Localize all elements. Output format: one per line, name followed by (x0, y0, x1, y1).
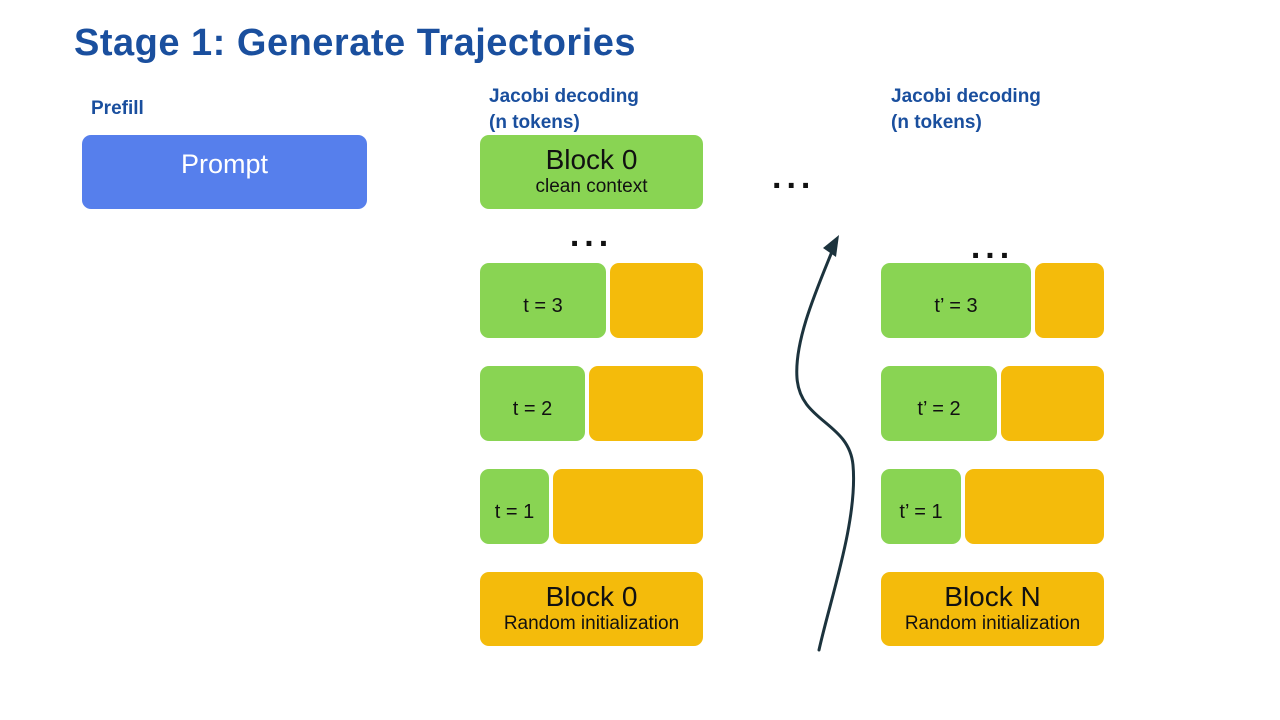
ellipsis-between-columns: ... (772, 158, 816, 196)
trajectory-row-t1: t = 1 (480, 469, 703, 544)
prompt-label: Prompt (180, 148, 269, 179)
trajectory-row-t2: t = 2 (480, 366, 703, 441)
block0-title: Block 0 (545, 144, 638, 176)
accepted-tokens-segment: t = 1 (480, 469, 549, 544)
trajectory-row-tprime2: t’ = 2 (881, 366, 1104, 441)
jacobi-header-left-line1: Jacobi decoding (489, 86, 639, 107)
random-tokens-segment (1001, 366, 1104, 441)
arrow-curve (795, 242, 856, 652)
blockN-random-init-box: Block N Random initialization (881, 572, 1104, 646)
trajectory-flow-arrow (795, 235, 856, 652)
random-tokens-segment (965, 469, 1104, 544)
block0-subtitle: clean context (535, 176, 648, 197)
trajectory-row-tprime3: t’ = 3 (881, 263, 1104, 338)
arrow-head-icon (823, 235, 839, 257)
random-tokens-segment (610, 263, 703, 338)
accepted-tokens-segment: t = 3 (480, 263, 606, 338)
row-label-t1: t = 1 (494, 501, 535, 523)
row-label-tprime2: t’ = 2 (917, 398, 961, 420)
block0-random-title: Block 0 (545, 581, 638, 613)
trajectory-row-tprime1: t’ = 1 (881, 469, 1104, 544)
trajectory-row-t3: t = 3 (480, 263, 703, 338)
row-label-tprime1: t’ = 1 (899, 501, 943, 523)
block0-random-init-box: Block 0 Random initialization (480, 572, 703, 646)
prompt-box: Prompt (82, 135, 367, 209)
row-label-t2: t = 2 (512, 398, 553, 420)
jacobi-header-right-line1: Jacobi decoding (891, 86, 1041, 107)
slide-title: Stage 1: Generate Trajectories (74, 22, 637, 64)
block0-clean-context-box: Block 0 clean context (480, 135, 703, 209)
random-tokens-segment (1035, 263, 1104, 338)
blockN-random-subtitle: Random initialization (904, 613, 1081, 634)
row-label-tprime3: t’ = 3 (934, 295, 978, 317)
block0-random-subtitle: Random initialization (503, 613, 680, 634)
blockN-random-title: Block N (944, 581, 1041, 613)
jacobi-header-left-line2: (n tokens) (489, 112, 580, 134)
accepted-tokens-segment: t’ = 1 (881, 469, 961, 544)
ellipsis-right-column: ... (970, 228, 1015, 266)
accepted-tokens-segment: t = 2 (480, 366, 585, 441)
random-tokens-segment (589, 366, 703, 441)
prefill-header: Prefill (91, 98, 144, 119)
jacobi-header-right-line2: (n tokens) (891, 112, 982, 134)
jacobi-header-left: Jacobi decoding (n tokens) (489, 84, 639, 136)
row-label-t3: t = 3 (523, 295, 563, 317)
accepted-tokens-segment: t’ = 3 (881, 263, 1031, 338)
ellipsis-left-column: ... (569, 216, 614, 254)
jacobi-header-right: Jacobi decoding (n tokens) (891, 84, 1041, 136)
random-tokens-segment (553, 469, 703, 544)
accepted-tokens-segment: t’ = 2 (881, 366, 997, 441)
